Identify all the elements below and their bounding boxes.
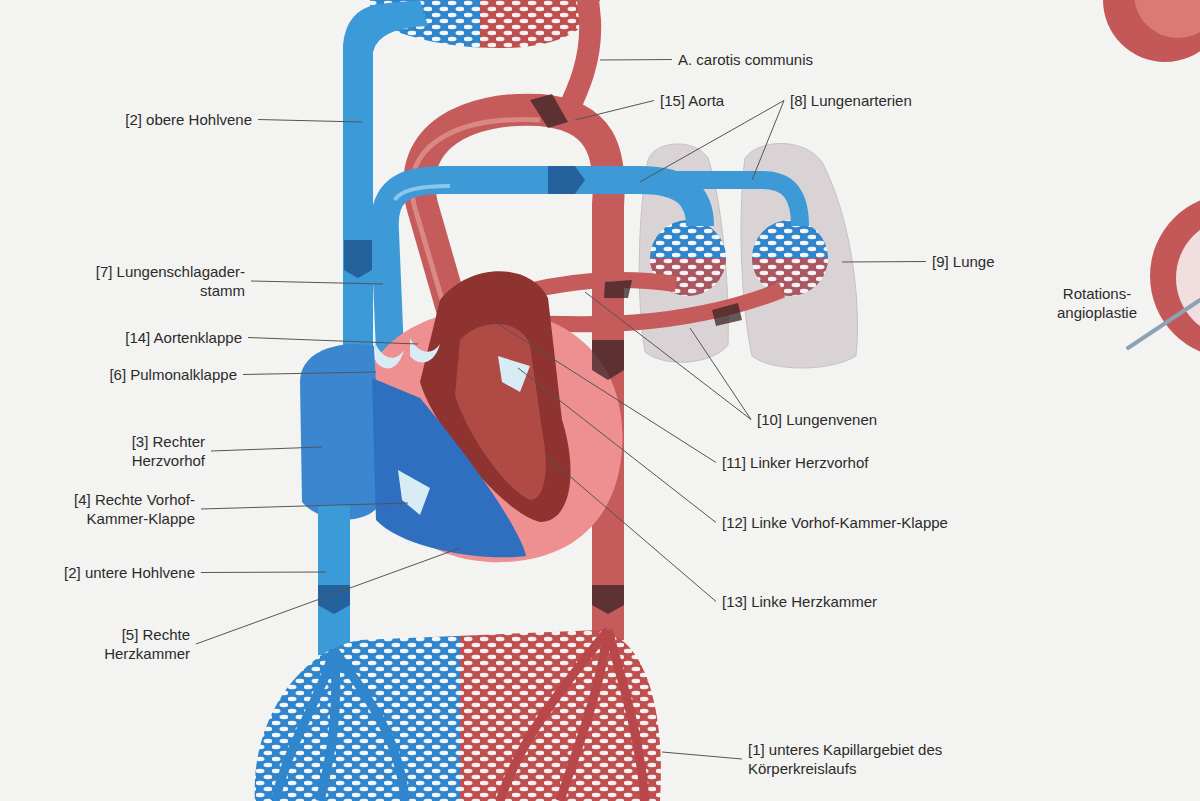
vessel-lumen	[1176, 218, 1200, 338]
leader-line	[690, 328, 751, 420]
artery-branches	[500, 630, 645, 801]
flow-marker	[592, 585, 624, 614]
part-label: [9] Lunge	[932, 252, 995, 271]
vessel-cross-section	[1150, 194, 1200, 358]
leader-line	[495, 322, 716, 463]
leader-line	[196, 548, 460, 644]
inferior-vena-cava	[318, 505, 350, 655]
part-label: [4] Rechte Vorhof- Kammer-Klappe	[45, 490, 195, 528]
flow-marker	[592, 340, 624, 380]
part-label: [15] Aorta	[660, 91, 724, 110]
part-label: [2] obere Hohlvene	[125, 110, 252, 129]
part-label: [8] Lungenarterien	[790, 91, 912, 110]
part-label: [7] Lungenschlagader- stamm	[80, 262, 245, 300]
flow-marker	[344, 240, 372, 278]
lung-capillaries	[752, 220, 828, 296]
flow-markers	[318, 94, 742, 614]
leader-line	[201, 503, 408, 509]
leader-line	[575, 101, 654, 121]
pulmonary-valve	[376, 345, 404, 368]
part-label: [1] unteres Kapillargebiet des Körperkre…	[748, 740, 958, 778]
part-label: [13] Linke Herzkammer	[722, 592, 877, 611]
aortic-valve	[410, 338, 440, 362]
organ-fragment	[1103, 0, 1200, 62]
leader-line	[251, 281, 383, 284]
leader-line	[640, 101, 784, 183]
right-atrium	[300, 344, 382, 520]
leader-line	[243, 372, 376, 375]
leader-line	[518, 368, 716, 523]
catheter	[1128, 300, 1200, 348]
part-label: [3] Rechter Herzvorhof	[95, 432, 205, 470]
part-label: [6] Pulmonalklappe	[109, 365, 237, 384]
leader-line	[545, 455, 716, 602]
capillary-net	[250, 620, 460, 801]
leader-line	[752, 101, 784, 181]
artery-highlight	[395, 186, 450, 200]
part-label: [12] Linke Vorhof-Kammer-Klappe	[722, 513, 948, 532]
capillary-net	[460, 620, 670, 801]
part-label: A. carotis communis	[678, 50, 813, 69]
leader-line	[201, 572, 326, 574]
leader-line	[248, 338, 418, 345]
heart	[360, 310, 623, 563]
flow-marker	[530, 94, 568, 128]
leader-line	[211, 447, 322, 451]
inset-label: Rotations- angioplastie	[1051, 284, 1143, 322]
part-label: [11] Linker Herzvorhof	[722, 453, 868, 472]
pulmonary-artery	[640, 180, 800, 226]
leader-line	[600, 59, 672, 61]
leader-line	[258, 120, 362, 123]
right-ventricle	[372, 378, 526, 557]
carotid-artery	[566, 0, 590, 115]
leader-line	[585, 292, 751, 420]
flow-marker	[712, 303, 742, 326]
flow-marker	[604, 280, 632, 298]
part-label: [5] Rechte Herzkammer	[80, 625, 190, 663]
flow-marker	[548, 166, 585, 194]
part-label: [14] Aortenklappe	[125, 328, 242, 347]
part-label: [2] untere Hohlvene	[64, 563, 195, 582]
leader-line	[662, 752, 742, 759]
tricuspid-valve	[398, 470, 430, 515]
leader-line	[842, 261, 926, 263]
organ-fragment	[1134, 0, 1200, 38]
lower-capillaries	[250, 620, 670, 801]
vein-branches	[275, 650, 405, 801]
part-label: [10] Lungenvenen	[757, 410, 877, 429]
